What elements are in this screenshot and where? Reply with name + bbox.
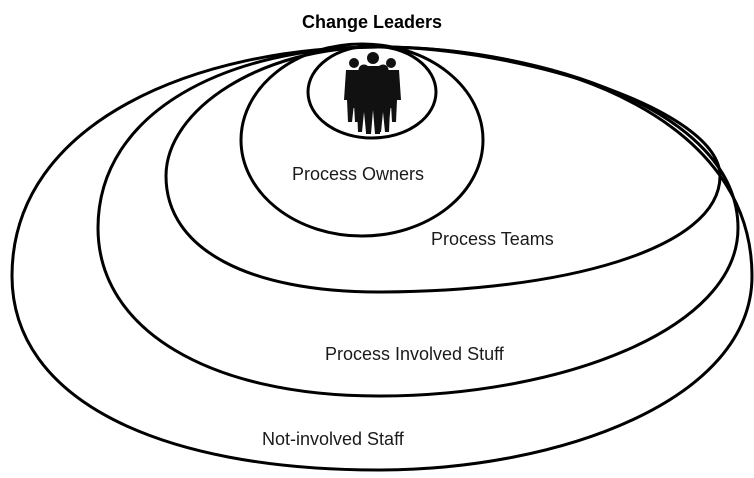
ring-change-leaders	[306, 44, 438, 140]
ring-process-involved-stuff	[96, 45, 740, 398]
ring-label-not-involved-staff: Not-involved Staff	[262, 429, 404, 449]
diagram-title: Change Leaders	[302, 12, 443, 32]
ring-label-process-involved-stuff: Process Involved Stuff	[325, 344, 504, 364]
ring-label-process-teams: Process Teams	[431, 229, 554, 249]
group-of-business-people-icon	[344, 52, 401, 134]
ring-label-process-owners: Process Owners	[292, 164, 425, 184]
ring-process-teams	[164, 45, 722, 294]
ring-not-involved-staff	[10, 45, 754, 472]
ring-process-owners	[239, 42, 485, 238]
